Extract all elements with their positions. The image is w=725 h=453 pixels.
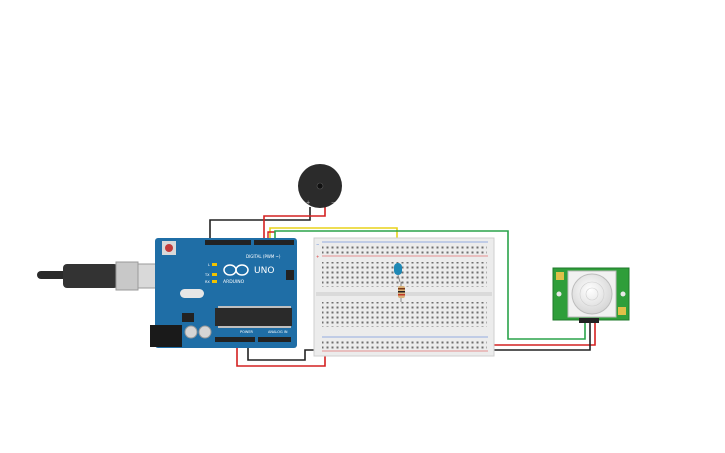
rx-led (212, 280, 217, 283)
usb-connector-plug (115, 261, 139, 291)
buzzer-plus-label: + (306, 200, 310, 206)
pir-pot-left[interactable] (556, 272, 564, 280)
rx-label: RX (205, 280, 210, 284)
wire-pir-vcc[interactable] (485, 322, 596, 346)
rail-plus-mark: + (316, 254, 319, 259)
digital-header-right (254, 240, 294, 245)
wire-pir-gnd[interactable] (485, 322, 591, 351)
wire-gnd-rail[interactable] (247, 340, 320, 361)
power-header-label: POWER (240, 330, 254, 334)
power-jack[interactable] (150, 325, 182, 347)
pir-sensor[interactable] (552, 267, 630, 323)
buzzer-hole (316, 182, 324, 190)
crystal-oscillator (180, 289, 204, 298)
resistor-band-3 (398, 294, 405, 296)
tx-label: TX (204, 273, 210, 277)
wire-buzzer-signal[interactable] (263, 207, 326, 242)
wire-pir-signal[interactable] (274, 230, 586, 340)
analog-header (258, 337, 291, 342)
led-leg (397, 274, 401, 283)
voltage-regulator (182, 313, 194, 322)
resistor[interactable] (398, 282, 405, 302)
led[interactable] (394, 263, 402, 283)
capacitor-1 (184, 325, 198, 339)
rail-minus-mark: − (316, 242, 319, 247)
pir-pot-right[interactable] (618, 307, 626, 315)
pir-pin-header (579, 318, 599, 323)
terminal-strip-lower (322, 302, 487, 327)
piezo-buzzer[interactable]: + − (298, 164, 342, 208)
buzzer-minus-label: − (331, 200, 335, 206)
chip-pins (218, 306, 291, 328)
pir-mount-hole-left (556, 291, 562, 297)
l-label: L (208, 263, 210, 267)
resistor-band-1 (398, 288, 405, 290)
l-led (212, 263, 217, 266)
bottom-rail-holes (322, 339, 487, 349)
wires (209, 207, 596, 367)
power-header (215, 337, 255, 342)
brand-label: ARDUINO (223, 279, 245, 285)
terminal-strip-upper (322, 262, 487, 287)
arduino-uno[interactable]: DIGITAL (PWM ~) ARDUINO UNO L TX RX (150, 238, 297, 348)
usb-cable-body (63, 264, 118, 288)
capacitor-2 (198, 325, 212, 339)
digital-header-label: DIGITAL (PWM ~) (246, 254, 281, 259)
pir-mount-hole-right (620, 291, 626, 297)
led-body (394, 263, 402, 275)
icsp-header (286, 270, 294, 280)
resistor-band-2 (398, 291, 405, 293)
reset-button-cap (165, 244, 173, 252)
pir-dome-facets (579, 281, 605, 307)
usb-cable-tail (37, 271, 67, 279)
pir-dome (571, 273, 613, 315)
wire-buzzer-gnd[interactable] (209, 207, 311, 242)
model-label: UNO (254, 266, 274, 276)
analog-header-label: ANALOG IN (268, 330, 288, 334)
top-rail-holes (322, 244, 487, 254)
tx-led (212, 273, 217, 276)
digital-header-left (205, 240, 251, 245)
arduino-logo (223, 264, 249, 276)
atmega-chip (215, 308, 292, 326)
